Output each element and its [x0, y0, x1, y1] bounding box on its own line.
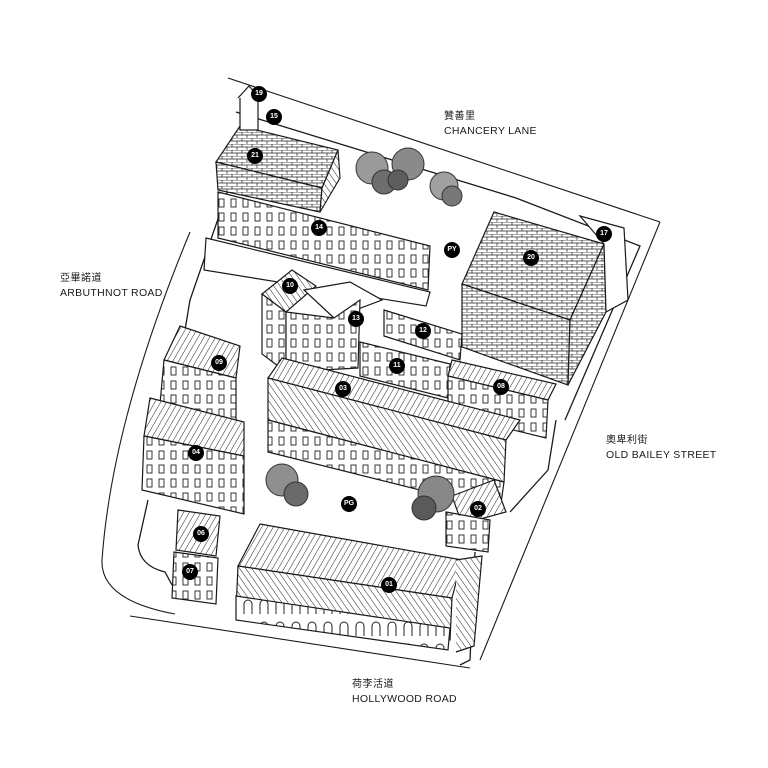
marker-06[interactable]: 06: [193, 526, 209, 542]
building-21: [215, 85, 341, 213]
tree-icon: [411, 475, 455, 521]
trees: [265, 147, 463, 521]
marker-py[interactable]: PY: [444, 242, 460, 258]
street-label-arbuthnot-road: 亞畢諾道 ARBUTHNOT ROAD: [60, 272, 163, 300]
street-edges: [101, 77, 661, 669]
building-14: [203, 191, 431, 307]
marker-17[interactable]: 17: [596, 226, 612, 242]
building-04: [141, 397, 245, 515]
marker-04[interactable]: 04: [188, 445, 204, 461]
street-name-en: OLD BAILEY STREET: [606, 449, 717, 461]
tree-icon: [265, 463, 309, 507]
building-20: [461, 211, 629, 386]
street-name-zh: 亞畢諾道: [60, 273, 102, 284]
marker-01[interactable]: 01: [381, 577, 397, 593]
marker-09[interactable]: 09: [211, 355, 227, 371]
marker-02[interactable]: 02: [470, 501, 486, 517]
marker-21[interactable]: 21: [247, 148, 263, 164]
street-name-en: CHANCERY LANE: [444, 125, 537, 137]
marker-15[interactable]: 15: [266, 109, 282, 125]
street-label-hollywood-road: 荷李活道 HOLLYWOOD ROAD: [352, 678, 457, 706]
marker-03[interactable]: 03: [335, 381, 351, 397]
arbuthnot-road-edge: [101, 231, 191, 615]
street-name-en: HOLLYWOOD ROAD: [352, 693, 457, 705]
street-label-chancery-lane: 贊善里 CHANCERY LANE: [444, 110, 537, 138]
marker-19[interactable]: 19: [251, 86, 267, 102]
street-name-zh: 贊善里: [444, 111, 476, 122]
chancery-lane-edge: [227, 77, 661, 223]
old-bailey-street-edge: [479, 221, 661, 661]
marker-11[interactable]: 11: [389, 358, 405, 374]
marker-20[interactable]: 20: [523, 250, 539, 266]
marker-13[interactable]: 13: [348, 311, 364, 327]
tree-icon: [429, 171, 463, 207]
street-name-en: ARBUTHNOT ROAD: [60, 287, 163, 299]
marker-10[interactable]: 10: [282, 278, 298, 294]
marker-08[interactable]: 08: [493, 379, 509, 395]
street-name-zh: 荷李活道: [352, 679, 394, 690]
tree-icon: [387, 147, 425, 191]
building-13: [285, 281, 384, 373]
building-01: [235, 523, 483, 653]
marker-pg[interactable]: PG: [341, 496, 357, 512]
hollywood-road-edge: [129, 615, 471, 669]
street-name-zh: 奧卑利街: [606, 435, 648, 446]
marker-14[interactable]: 14: [311, 220, 327, 236]
marker-07[interactable]: 07: [182, 564, 198, 580]
street-label-old-bailey-street: 奧卑利街 OLD BAILEY STREET: [606, 434, 717, 462]
tree-icon: [355, 151, 397, 195]
marker-12[interactable]: 12: [415, 323, 431, 339]
